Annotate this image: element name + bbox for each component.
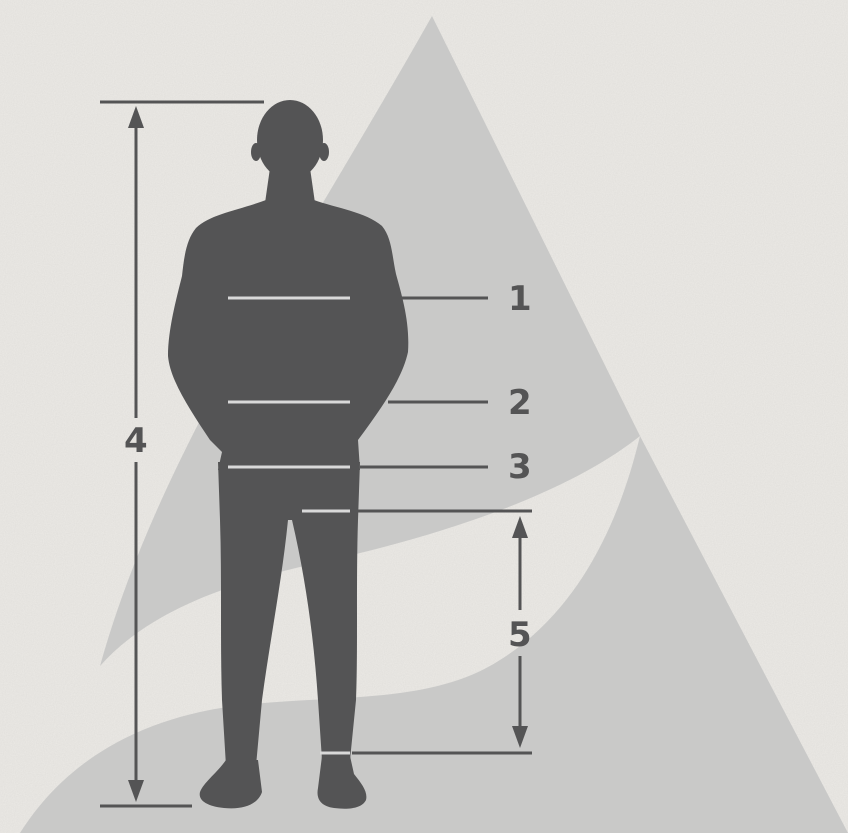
label-inseam: 5 bbox=[508, 615, 532, 655]
label-height: 4 bbox=[124, 421, 148, 461]
label-hips: 3 bbox=[508, 447, 532, 487]
label-chest: 1 bbox=[508, 279, 532, 319]
label-waist: 2 bbox=[508, 383, 532, 423]
